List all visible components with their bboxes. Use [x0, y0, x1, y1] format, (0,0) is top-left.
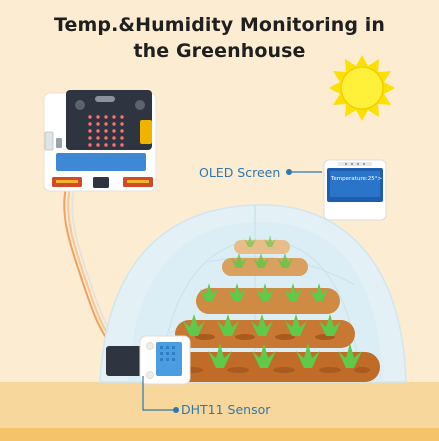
dht11-sensor-label: DHT11 Sensor — [181, 402, 271, 417]
oled-screen-module — [323, 159, 387, 221]
ground-edge — [0, 428, 439, 441]
title-line-2: the Greenhouse — [133, 40, 306, 62]
oled-screen-label: OLED Screen — [199, 165, 281, 180]
soil-bed — [222, 258, 308, 276]
title-line-1: Temp.&Humidity Monitoring in — [53, 14, 386, 36]
sun-icon — [329, 55, 395, 121]
ground — [0, 382, 439, 430]
oled-callout — [286, 169, 322, 175]
dht11-sensor — [106, 335, 191, 385]
microbit-led-matrix — [88, 115, 124, 147]
dht11-callout — [142, 376, 179, 413]
microbit-board — [43, 90, 157, 192]
plants — [183, 235, 362, 368]
oled-display-text: Temperature:25°> — [331, 176, 383, 182]
soil-bed — [234, 240, 290, 254]
